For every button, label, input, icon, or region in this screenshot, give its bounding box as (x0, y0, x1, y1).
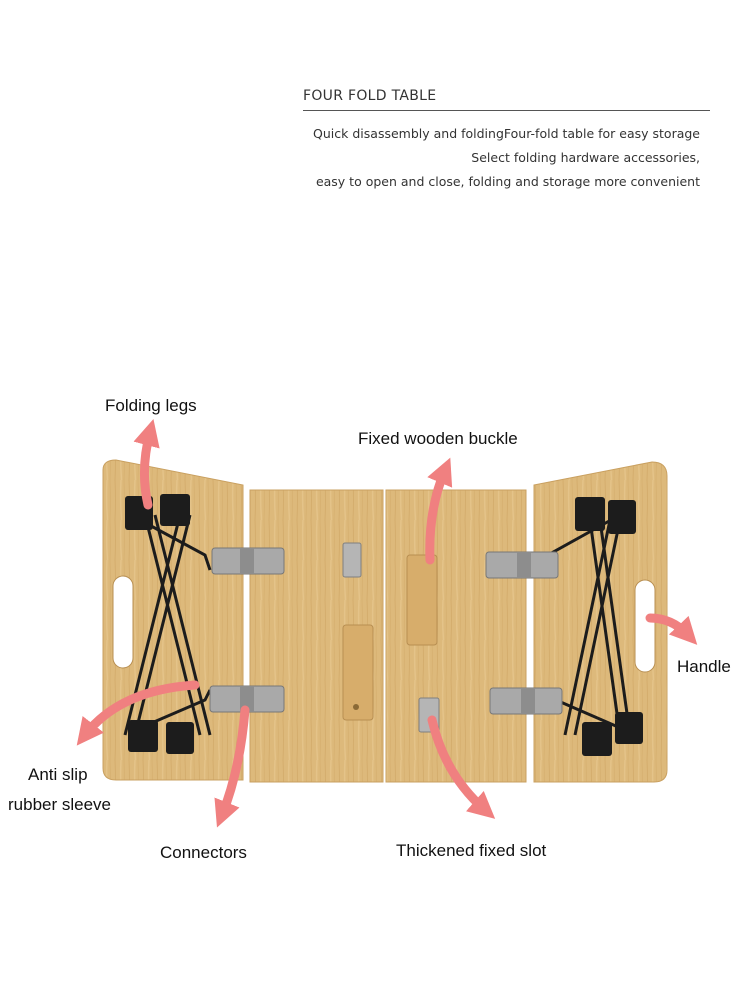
description-line-1: Quick disassembly and foldingFour-fold t… (313, 126, 700, 141)
callout-fixed-wooden-buckle: Fixed wooden buckle (358, 429, 518, 448)
left-leg-brackets (125, 494, 194, 754)
left-handle-slot (112, 575, 134, 669)
product-description: Quick disassembly and foldingFour-fold t… (303, 122, 710, 194)
callout-thickened-fixed-slot: Thickened fixed slot (396, 841, 547, 860)
description-line-2: Select folding hardware accessories, (471, 150, 700, 165)
callout-handle: Handle (677, 657, 731, 676)
right-leg-brackets (575, 497, 643, 756)
product-title: FOUR FOLD TABLE (303, 88, 710, 111)
hinge-knuckles (240, 548, 535, 714)
right-handle-slot (634, 579, 656, 673)
callout-anti-slip-line-2: rubber sleeve (8, 795, 112, 814)
description-line-3: easy to open and close, folding and stor… (315, 174, 700, 189)
right-panel (533, 461, 668, 783)
wooden-buckle-bottom (342, 624, 374, 721)
header: FOUR FOLD TABLE Quick disassembly and fo… (303, 88, 710, 194)
callout-anti-slip-line-1: Anti slip (28, 765, 88, 784)
callout-connectors: Connectors (160, 843, 247, 862)
wooden-buckle-top (406, 554, 438, 646)
fixed-slot-top (342, 542, 362, 578)
callout-folding-legs: Folding legs (105, 396, 197, 415)
callout-arrows (76, 418, 698, 828)
